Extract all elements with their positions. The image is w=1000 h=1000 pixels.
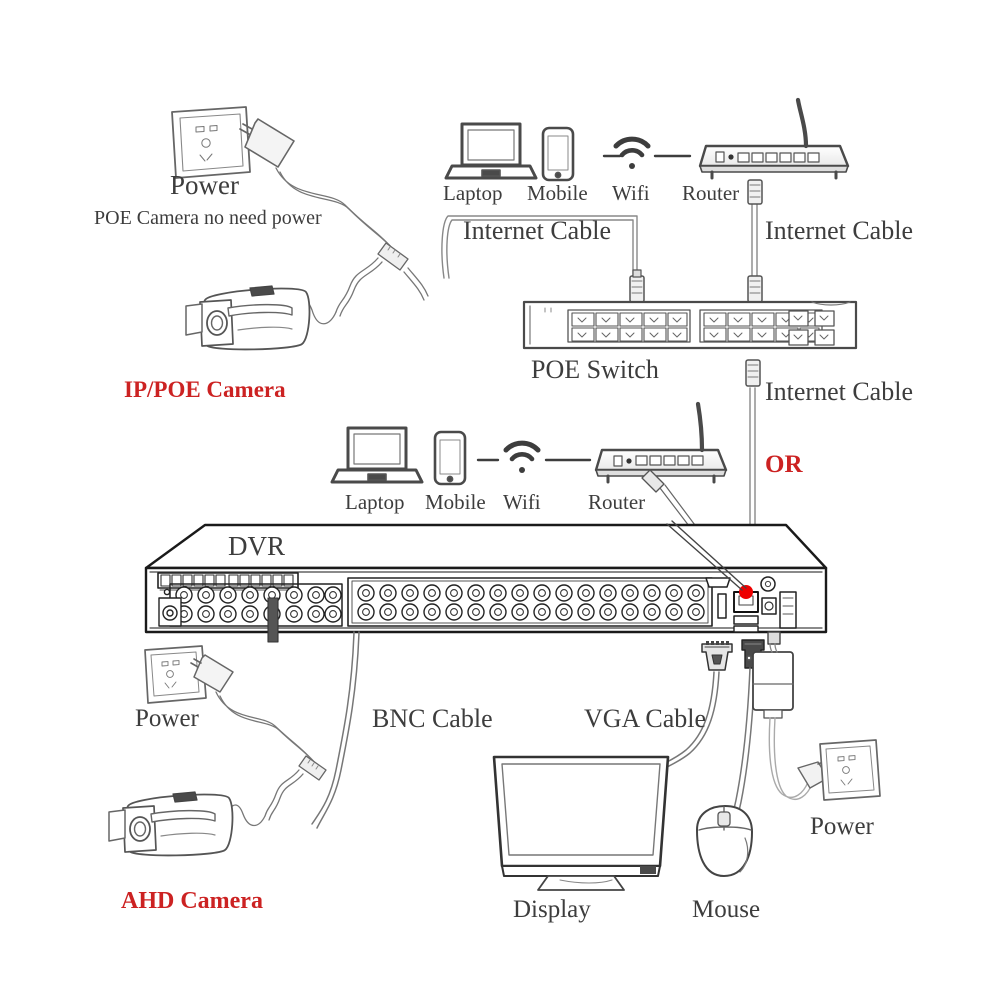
label-internet-cable-left: Internet Cable [463, 216, 611, 245]
label-laptop-mid: Laptop [345, 490, 405, 514]
mobile-mid-icon [433, 430, 467, 486]
ahd-camera-icon [108, 791, 234, 857]
label-router-top: Router [682, 181, 740, 205]
wifi-mid-icon [476, 440, 592, 473]
laptop-mid-icon [330, 426, 424, 484]
router-top-icon [698, 97, 850, 180]
label-laptop-top: Laptop [443, 181, 503, 205]
power-adapter-bottom-left-icon [190, 654, 234, 693]
label-ahd-camera: AHD Camera [121, 888, 263, 914]
label-internet-cable-right-top: Internet Cable [765, 216, 913, 245]
poe-switch-icon [522, 300, 858, 350]
label-power-top: Power [170, 170, 239, 200]
vga-connector [701, 641, 733, 671]
label-poe-switch: POE Switch [531, 355, 659, 384]
label-mobile-mid: Mobile [425, 490, 486, 514]
label-bnc-cable: BNC Cable [372, 704, 493, 733]
internet-cable-left [441, 215, 638, 279]
display-monitor-icon [492, 755, 670, 891]
label-dvr: DVR [228, 531, 286, 561]
usb-mouse-icon [696, 805, 753, 877]
dc-power-cable-bottom [215, 691, 327, 827]
label-mouse: Mouse [692, 896, 761, 923]
label-power-bottom-right: Power [810, 813, 874, 840]
dvr-lan-leader-lines [666, 520, 747, 591]
label-or: OR [765, 451, 803, 478]
wifi-top-icon [602, 136, 692, 169]
label-vga-cable: VGA Cable [584, 704, 707, 733]
power-adapter-top-icon [239, 118, 295, 168]
label-mobile-top: Mobile [527, 181, 588, 205]
rj45-plug-left [629, 269, 645, 303]
label-poe-note: POE Camera no need power [94, 207, 322, 229]
rj45-plug-right-top [747, 179, 763, 303]
label-internet-cable-right-mid: Internet Cable [765, 377, 913, 406]
router-mid-icon [594, 401, 728, 493]
wall-socket-bottom-right-icon [819, 739, 881, 801]
label-router-mid: Router [588, 490, 646, 514]
wall-socket-top-icon [171, 106, 251, 179]
dvr-bnc-group-left [169, 583, 343, 627]
label-wifi-mid: Wifi [503, 490, 541, 514]
label-wifi-top: Wifi [612, 181, 650, 205]
dvr-audio-jack [158, 588, 182, 627]
ac-power-cable-bottom-right [768, 717, 813, 801]
label-power-bottom-left: Power [135, 705, 199, 732]
laptop-top-icon [444, 122, 538, 180]
power-adapter-bottom-right-icon [752, 631, 794, 719]
wall-socket-bottom-left-icon [144, 645, 207, 704]
rj45-plug-right-mid [745, 359, 761, 387]
dvr-bnc-group-right [347, 577, 713, 627]
ip-poe-camera-icon [185, 285, 311, 351]
label-display: Display [513, 896, 591, 923]
lan-port-highlight [739, 585, 753, 599]
label-ip-poe-camera: IP/POE Camera [124, 377, 286, 402]
dc-power-cable-top [275, 167, 429, 325]
mobile-top-icon [541, 126, 575, 182]
bnc-cable [311, 631, 360, 829]
dvr-icon [144, 520, 828, 643]
dvr-io-cluster [705, 576, 797, 633]
